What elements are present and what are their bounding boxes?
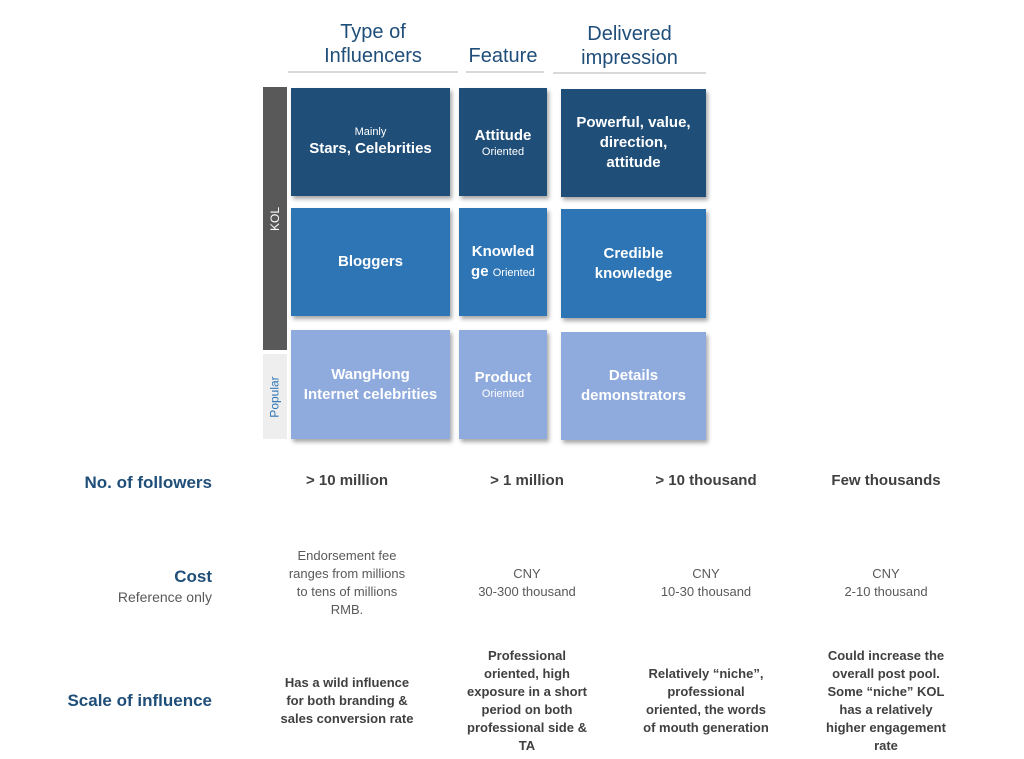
header-type-of-influencers: Type of Influencers [324, 21, 422, 67]
box-credible-knowledge: Credible knowledge [561, 209, 706, 318]
cost-cell: CNY 30-300 thousand [478, 566, 576, 599]
box-stars-celebrities: Mainly Stars, Celebrities [291, 88, 450, 196]
box-product-oriented: Product Oriented [459, 330, 547, 439]
header-divider [466, 71, 544, 73]
row-label-cost: Cost [174, 567, 212, 586]
box-main-text: Product [474, 369, 532, 386]
box-main-text: Knowled [471, 243, 535, 260]
box-attitude-oriented: Attitude Oriented [459, 88, 547, 196]
box-small-text: Oriented [481, 145, 525, 158]
box-wanghong: WangHong Internet celebrities [291, 330, 450, 439]
box-powerful-value: Powerful, value, direction, attitude [561, 89, 706, 197]
box-main-text: Attitude [474, 126, 532, 144]
row-label-cost-group: Cost Reference only [20, 566, 212, 606]
box-knowledge-oriented: Knowled ge Oriented [459, 208, 547, 316]
box-small-text: Oriented [492, 267, 535, 279]
header-divider [288, 71, 458, 73]
box-small-text: Oriented [481, 388, 525, 400]
header-divider [553, 72, 706, 74]
followers-cell: Few thousands [831, 472, 941, 489]
followers-cell: > 10 thousand [655, 472, 757, 489]
influence-cell: Professional oriented, high exposure in … [467, 648, 587, 753]
cost-cell: Endorsement fee ranges from millions to … [288, 548, 406, 617]
followers-cell: > 10 million [305, 472, 389, 489]
kol-side-label: KOL [263, 87, 287, 350]
popular-label: Popular [268, 375, 282, 418]
influence-cell: Relatively “niche”, professional oriente… [643, 666, 769, 735]
box-bloggers: Bloggers [291, 208, 450, 316]
cost-cell: CNY 2-10 thousand [844, 566, 928, 599]
row-label-influence: Scale of influence [67, 691, 212, 710]
influence-cell: Could increase the overall post pool. So… [826, 648, 946, 753]
header-feature: Feature [468, 45, 538, 67]
popular-side-label: Popular [263, 354, 287, 439]
row-label-followers: No. of followers [84, 473, 213, 492]
header-delivered-impression: Delivered impression [581, 23, 678, 69]
kol-label: KOL [268, 206, 283, 231]
box-details-demonstrators: Details demonstrators [561, 332, 706, 440]
box-small-text: Mainly [354, 125, 387, 138]
row-label-cost-sub: Reference only [117, 589, 212, 605]
cost-cell: CNY 10-30 thousand [660, 566, 752, 599]
followers-cell: > 1 million [490, 472, 564, 489]
box-main-text: ge [471, 263, 489, 280]
box-main-text: Stars, Celebrities [309, 139, 432, 157]
influence-cell: Has a wild influence for both branding &… [280, 675, 414, 726]
